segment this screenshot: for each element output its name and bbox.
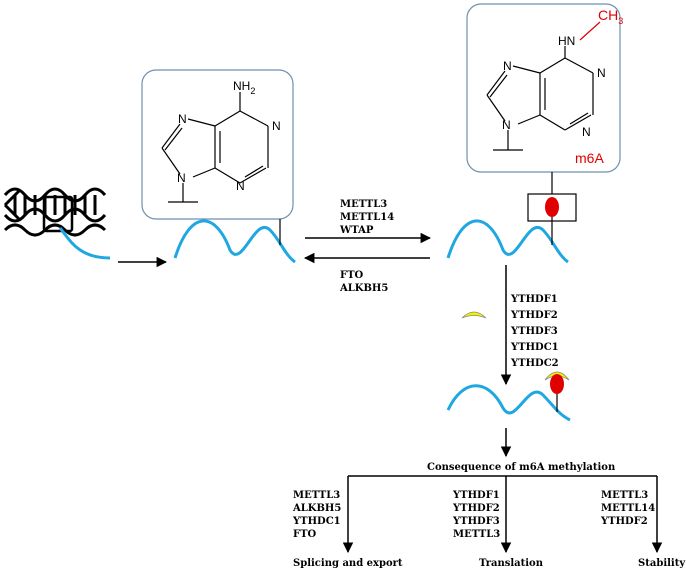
reader-4: YTHDC1 [510, 342, 559, 353]
rna-methylated [446, 219, 569, 264]
writer-list: METTL3 METTL14 WTAP [339, 199, 394, 236]
adenine-n7: N [178, 112, 187, 126]
reader-2: YTHDF2 [510, 310, 558, 321]
m6a-n1: N [597, 66, 606, 80]
m6a-box [466, 3, 621, 173]
reader-protein-icon [461, 311, 487, 319]
adenine-amine-label: NH [233, 79, 250, 93]
adenine-box [141, 69, 294, 220]
m6a-label: m6A [575, 150, 604, 166]
writer-3: WTAP [339, 225, 374, 236]
m6a-methyl-label: CH [598, 7, 618, 23]
m6a-amine: HN [558, 34, 575, 48]
stability-factor-2: METTL14 [601, 503, 655, 514]
methyl-bond [579, 21, 601, 41]
m6a-structure [486, 46, 594, 151]
splicing-factor-3: YTHDC1 [292, 516, 341, 527]
translation-factor-3: YTHDF3 [452, 516, 500, 527]
outcome-splicing: Splicing and export [293, 558, 403, 569]
svg-text:CH3: CH3 [598, 7, 623, 26]
svg-text:NH2: NH2 [233, 79, 255, 96]
adenine-n1: N [272, 119, 281, 133]
stability-factors: METTL3 METTL14 YTHDF2 [600, 490, 655, 527]
splicing-factor-1: METTL3 [293, 490, 340, 501]
eraser-2: ALKBH5 [339, 283, 388, 294]
eraser-1: FTO [340, 270, 364, 281]
reader-1: YTHDF1 [510, 294, 558, 305]
rna-reader-bound [446, 384, 571, 422]
reader-5: YTHDC2 [510, 358, 559, 369]
translation-factor-2: YTHDF2 [452, 503, 500, 514]
adenine-n9: N [177, 171, 186, 185]
outcome-stability: Stability [638, 558, 686, 569]
rna-unmodified [173, 219, 296, 264]
eraser-list: FTO ALKBH5 [339, 270, 388, 294]
translation-factor-1: YTHDF1 [452, 490, 500, 501]
dna-coil-icon [3, 187, 107, 237]
m6a-n7: N [503, 59, 512, 73]
stability-factor-3: YTHDF2 [600, 516, 648, 527]
splicing-factor-2: ALKBH5 [292, 503, 341, 514]
reader-list: YTHDF1 YTHDF2 YTHDF3 YTHDC1 YTHDC2 [510, 294, 559, 369]
translation-factors: YTHDF1 YTHDF2 YTHDF3 METTL3 [452, 490, 500, 540]
consequence-title: Consequence of m6A methylation [427, 462, 616, 473]
writer-2: METTL14 [340, 212, 394, 223]
adenine-amine-subscript: 2 [250, 86, 255, 96]
m6a-n3: N [582, 125, 591, 139]
splicing-factors: METTL3 ALKBH5 YTHDC1 FTO [292, 490, 341, 540]
reader-3: YTHDF3 [510, 326, 558, 337]
m6a-methyl-subscript: 3 [618, 16, 623, 26]
writer-1: METTL3 [340, 199, 387, 210]
outcome-translation: Translation [479, 558, 544, 569]
splicing-factor-4: FTO [293, 529, 317, 540]
translation-factor-4: METTL3 [453, 529, 500, 540]
rna-transcript-out [58, 227, 111, 260]
adenine-n3: N [236, 179, 245, 193]
m6a-n9: N [502, 118, 511, 132]
adenine-structure [161, 92, 269, 203]
methyl-mark-icon [545, 197, 559, 217]
bound-methyl-icon [550, 374, 564, 394]
stability-factor-1: METTL3 [601, 490, 648, 501]
